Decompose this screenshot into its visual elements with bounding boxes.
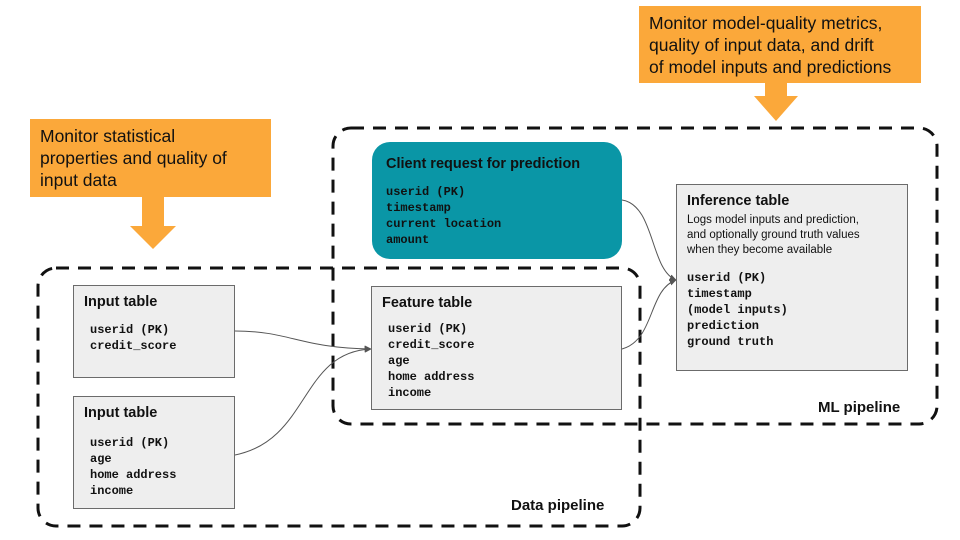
input-table-1-fields: userid (PK) credit_score bbox=[84, 322, 224, 354]
field: userid (PK) bbox=[90, 323, 170, 337]
field: prediction bbox=[687, 319, 760, 333]
field: credit_score bbox=[90, 339, 177, 353]
client-request-title: Client request for prediction bbox=[386, 156, 581, 172]
feature-table-title: Feature table bbox=[382, 295, 473, 311]
connector-client-to-inference bbox=[621, 199, 677, 281]
field: userid (PK) bbox=[687, 271, 767, 285]
field: userid (PK) bbox=[388, 322, 468, 336]
field: credit_score bbox=[388, 338, 475, 352]
field: income bbox=[90, 484, 134, 498]
top-monitor-callout: Monitor model-quality metrics, quality o… bbox=[639, 6, 921, 83]
top-callout-text: Monitor model-quality metrics, quality o… bbox=[649, 13, 892, 77]
field: (model inputs) bbox=[687, 303, 788, 317]
input-table-1-box: Input table userid (PK) credit_score bbox=[73, 285, 235, 378]
field: age bbox=[388, 354, 410, 368]
field: userid (PK) bbox=[386, 185, 466, 199]
feature-table-box: Feature table userid (PK) credit_score a… bbox=[371, 286, 622, 410]
left-callout-text: Monitor statistical properties and quali… bbox=[40, 126, 227, 190]
ml-pipeline-boundary bbox=[331, 126, 939, 426]
top-callout-arrow bbox=[754, 82, 798, 121]
client-request-fields: userid (PK) timestamp current location a… bbox=[386, 184, 608, 248]
inference-table-box: Inference table Logs model inputs and pr… bbox=[676, 184, 908, 371]
field: age bbox=[90, 452, 112, 466]
inference-table-title: Inference table bbox=[687, 193, 790, 209]
left-monitor-callout: Monitor statistical properties and quali… bbox=[30, 119, 271, 197]
field: amount bbox=[386, 233, 430, 247]
input-table-2-fields: userid (PK) age home address income bbox=[84, 435, 224, 499]
connector-input2-to-feature bbox=[234, 345, 372, 456]
inference-table-description: Logs model inputs and prediction, and op… bbox=[687, 214, 860, 256]
ml-pipeline-label: ML pipeline bbox=[818, 399, 901, 416]
input-table-2-title: Input table bbox=[84, 405, 158, 421]
field: ground truth bbox=[687, 335, 774, 349]
left-callout-arrow bbox=[130, 196, 176, 249]
field: income bbox=[388, 386, 432, 400]
field: timestamp bbox=[687, 287, 752, 301]
connector-feature-to-inference bbox=[621, 278, 677, 350]
input-table-2-box: Input table userid (PK) age home address… bbox=[73, 396, 235, 509]
field: current location bbox=[386, 217, 502, 231]
field: home address bbox=[388, 370, 475, 384]
data-pipeline-label: Data pipeline bbox=[511, 497, 605, 514]
field: userid (PK) bbox=[90, 436, 170, 450]
field: timestamp bbox=[386, 201, 451, 215]
client-request-box: Client request for prediction userid (PK… bbox=[372, 142, 622, 259]
inference-table-fields: userid (PK) timestamp (model inputs) pre… bbox=[687, 270, 897, 350]
feature-table-fields: userid (PK) credit_score age home addres… bbox=[382, 321, 611, 401]
field: home address bbox=[90, 468, 177, 482]
data-pipeline-boundary bbox=[36, 266, 642, 528]
connector-input1-to-feature bbox=[234, 330, 372, 353]
input-table-1-title: Input table bbox=[84, 294, 158, 310]
